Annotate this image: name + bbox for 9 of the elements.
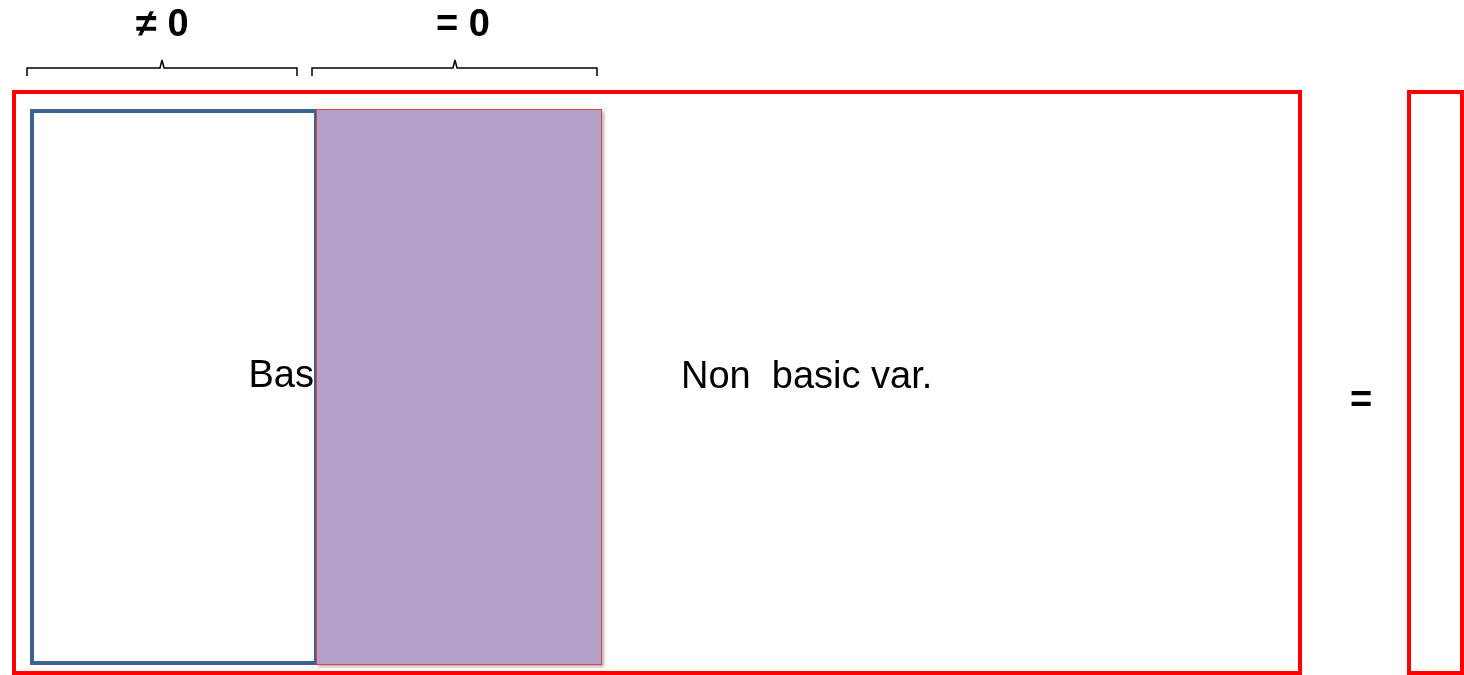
equals-sign: = <box>1350 378 1373 421</box>
box-label: Bas <box>248 353 314 396</box>
brace-label: ≠ 0 <box>136 2 189 45</box>
outlined-box <box>12 90 1302 675</box>
box-label: Non basic var. <box>681 354 933 397</box>
outlined-box <box>30 109 318 665</box>
shaded-box <box>316 109 602 665</box>
brace-label: = 0 <box>436 2 490 45</box>
outlined-box <box>1407 90 1464 675</box>
